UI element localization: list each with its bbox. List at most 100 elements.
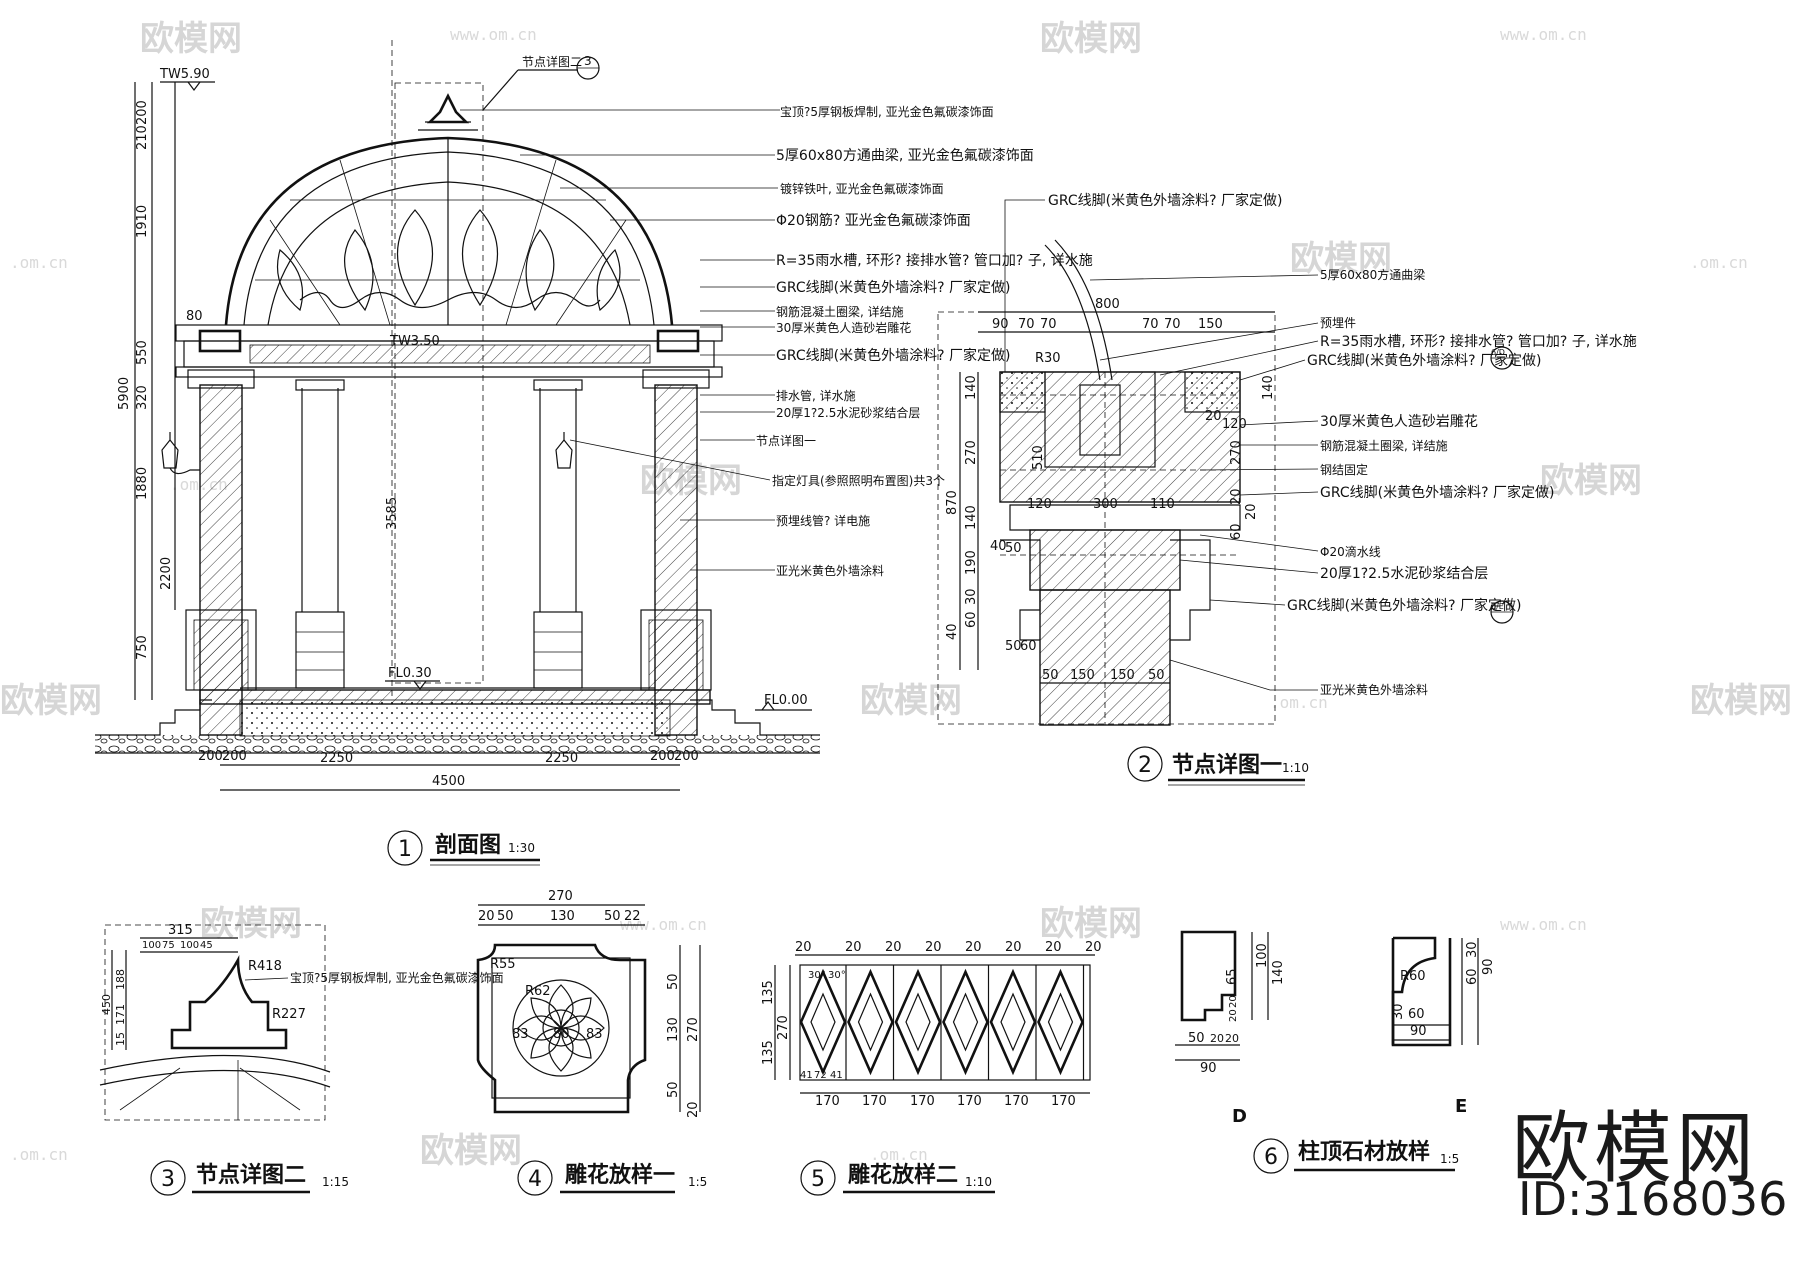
diamond-inner — [1047, 992, 1074, 1052]
watermark-brand: 欧模网 — [1040, 904, 1142, 944]
watermark-brand: 欧模网 — [1690, 681, 1792, 721]
dim-label: 60 — [1408, 1007, 1425, 1022]
diamond-inner — [905, 992, 931, 1052]
dim-label: 30 — [1391, 1003, 1406, 1020]
dim-label: 188 — [114, 969, 127, 990]
title-scale: 1:15 — [322, 1175, 349, 1189]
dim-label: R55 — [490, 957, 516, 972]
dim-label: 40 — [990, 539, 1007, 554]
title-number: 1 — [398, 837, 412, 862]
dim-label: 120 — [1027, 497, 1052, 512]
diamond-inner — [857, 992, 884, 1052]
callout-text: 预埋件 — [1320, 316, 1356, 330]
dim-label: 170 — [862, 1094, 887, 1109]
callout-text: R=35雨水槽, 环形? 接排水管? 管口加? 子, 详水施 — [776, 252, 1093, 269]
callout-text: 5厚60x80方通曲梁, 亚光金色氟碳漆饰面 — [776, 147, 1034, 164]
dim-label: 135 — [761, 1040, 776, 1065]
dim-label: 140 — [1261, 375, 1276, 400]
dim-label: 65 — [1225, 968, 1240, 985]
dim-label: 75 — [162, 940, 175, 951]
dim-label: 270 — [964, 440, 979, 465]
dim-label: 135 — [761, 980, 776, 1005]
title-scale: 1:10 — [1282, 761, 1309, 775]
vdim-label: 320 — [135, 385, 150, 410]
callout-text: 宝顶?5厚钢板焊制, 亚光金色氟碳漆饰面 — [780, 104, 994, 119]
dim-label: 41 — [830, 1070, 843, 1081]
dim-label: 50 — [1042, 668, 1059, 683]
dim-label: 50 — [497, 909, 514, 924]
column-right-cap — [642, 369, 710, 389]
dim-label: 20 — [885, 940, 902, 955]
callout-text: GRC线脚(米黄色外墙涂料? 厂家定做) — [776, 347, 1010, 364]
hdim-label: 200 — [198, 749, 223, 764]
title-scale: 1:5 — [1440, 1152, 1459, 1166]
vdim-label: 750 — [135, 635, 150, 660]
callout-text: GRC线脚(米黄色外墙涂料? 厂家定做) — [1307, 352, 1541, 369]
dim-label: 80 — [553, 1027, 570, 1042]
title-text: 雕花放样一 — [565, 1162, 675, 1188]
dim-label: 140 — [964, 375, 979, 400]
dim-label: 130 — [550, 909, 575, 924]
dim-label: 60 — [1465, 968, 1480, 985]
dome — [224, 93, 674, 326]
callout-text: 节点详图一 — [756, 433, 816, 448]
node-detail-2: 315 100 75 100 45 188 171 15 450 R418 R2… — [99, 923, 504, 1196]
brand-asset-id: ID:3168036 — [1518, 1172, 1788, 1226]
vdim-label: 5900 — [117, 377, 132, 410]
dim-label: 20 — [1228, 1009, 1239, 1022]
dim-label: R30 — [1035, 351, 1061, 366]
watermark-brand: 欧模网 — [0, 681, 102, 721]
dim-label: 30° — [828, 970, 846, 981]
dim-label: 20 — [965, 940, 982, 955]
wall-lamp-left-icon — [161, 432, 200, 475]
dim-label: 90 — [992, 317, 1009, 332]
dim-label: 30° — [808, 970, 826, 981]
dim-label: 20 — [1205, 409, 1222, 424]
column-cap-stone: 100 140 65 20 20 50 20 20 90 D 30 90 60 … — [1175, 930, 1496, 1174]
callout-text: 30厚米黄色人造砂岩雕花 — [1320, 413, 1478, 430]
dim-label: 300 — [1093, 497, 1118, 512]
dim-label: 40 — [945, 623, 960, 640]
level-top: TW5.90 — [159, 67, 210, 82]
hdim-label: 4500 — [432, 774, 465, 789]
title-scale: 1:5 — [688, 1175, 707, 1189]
diamond-outer — [942, 968, 989, 1076]
title-number: 3 — [161, 1167, 175, 1192]
callout-text: Φ20钢筋? 亚光金色氟碳漆饰面 — [776, 212, 971, 229]
watermark-brand: 欧模网 — [200, 904, 302, 944]
dim-label: 170 — [815, 1094, 840, 1109]
dim-label: 150 — [1110, 668, 1135, 683]
dim-label: 90 — [1410, 1024, 1427, 1039]
vdim-label: 210 — [135, 125, 150, 150]
section-title: 1 剖面图 1:30 — [387, 830, 540, 866]
hdim-label: 200 — [674, 749, 699, 764]
detail-ref-top: 节点详图二 3 — [482, 54, 600, 111]
dim-label: 50 — [1148, 668, 1165, 683]
callout-text: 钢结固定 — [1320, 462, 1368, 477]
dim-label: 170 — [1051, 1094, 1076, 1109]
level-beam: TW3.50 — [389, 334, 440, 349]
dim-label: 170 — [957, 1094, 982, 1109]
title-text: 柱顶石材放样 — [1298, 1139, 1430, 1165]
title-scale: 1:10 — [965, 1175, 992, 1189]
vdim-label: 1910 — [135, 205, 150, 238]
callout-text: 预埋线管? 详电施 — [776, 513, 870, 528]
dim-label: 83 — [512, 1027, 529, 1042]
detail-ref: 6/E — [1491, 602, 1504, 611]
dim-label: 20 — [925, 940, 942, 955]
title-scale: 1:30 — [508, 841, 535, 855]
diamond-outer — [799, 968, 847, 1076]
dim-label: R60 — [1400, 969, 1426, 984]
vdim-label: 550 — [135, 340, 150, 365]
dim-label: 20 — [1085, 940, 1102, 955]
dim-label: 190 — [964, 550, 979, 575]
dim-label: 50 — [1188, 1031, 1205, 1046]
callout-text: 钢筋混凝土圈梁, 详结施 — [1320, 438, 1448, 453]
callout-text: 指定灯具(参照照明布置图)共3个 — [772, 473, 945, 488]
dim-label: 110 — [1150, 497, 1175, 512]
vdim-label: 3585 — [385, 497, 400, 530]
dim-label: 20 — [1210, 1032, 1224, 1045]
callout-text: Φ20滴水线 — [1320, 544, 1381, 559]
ref-sheet: 3 — [584, 54, 592, 68]
dim-label: 50 — [1005, 639, 1022, 654]
